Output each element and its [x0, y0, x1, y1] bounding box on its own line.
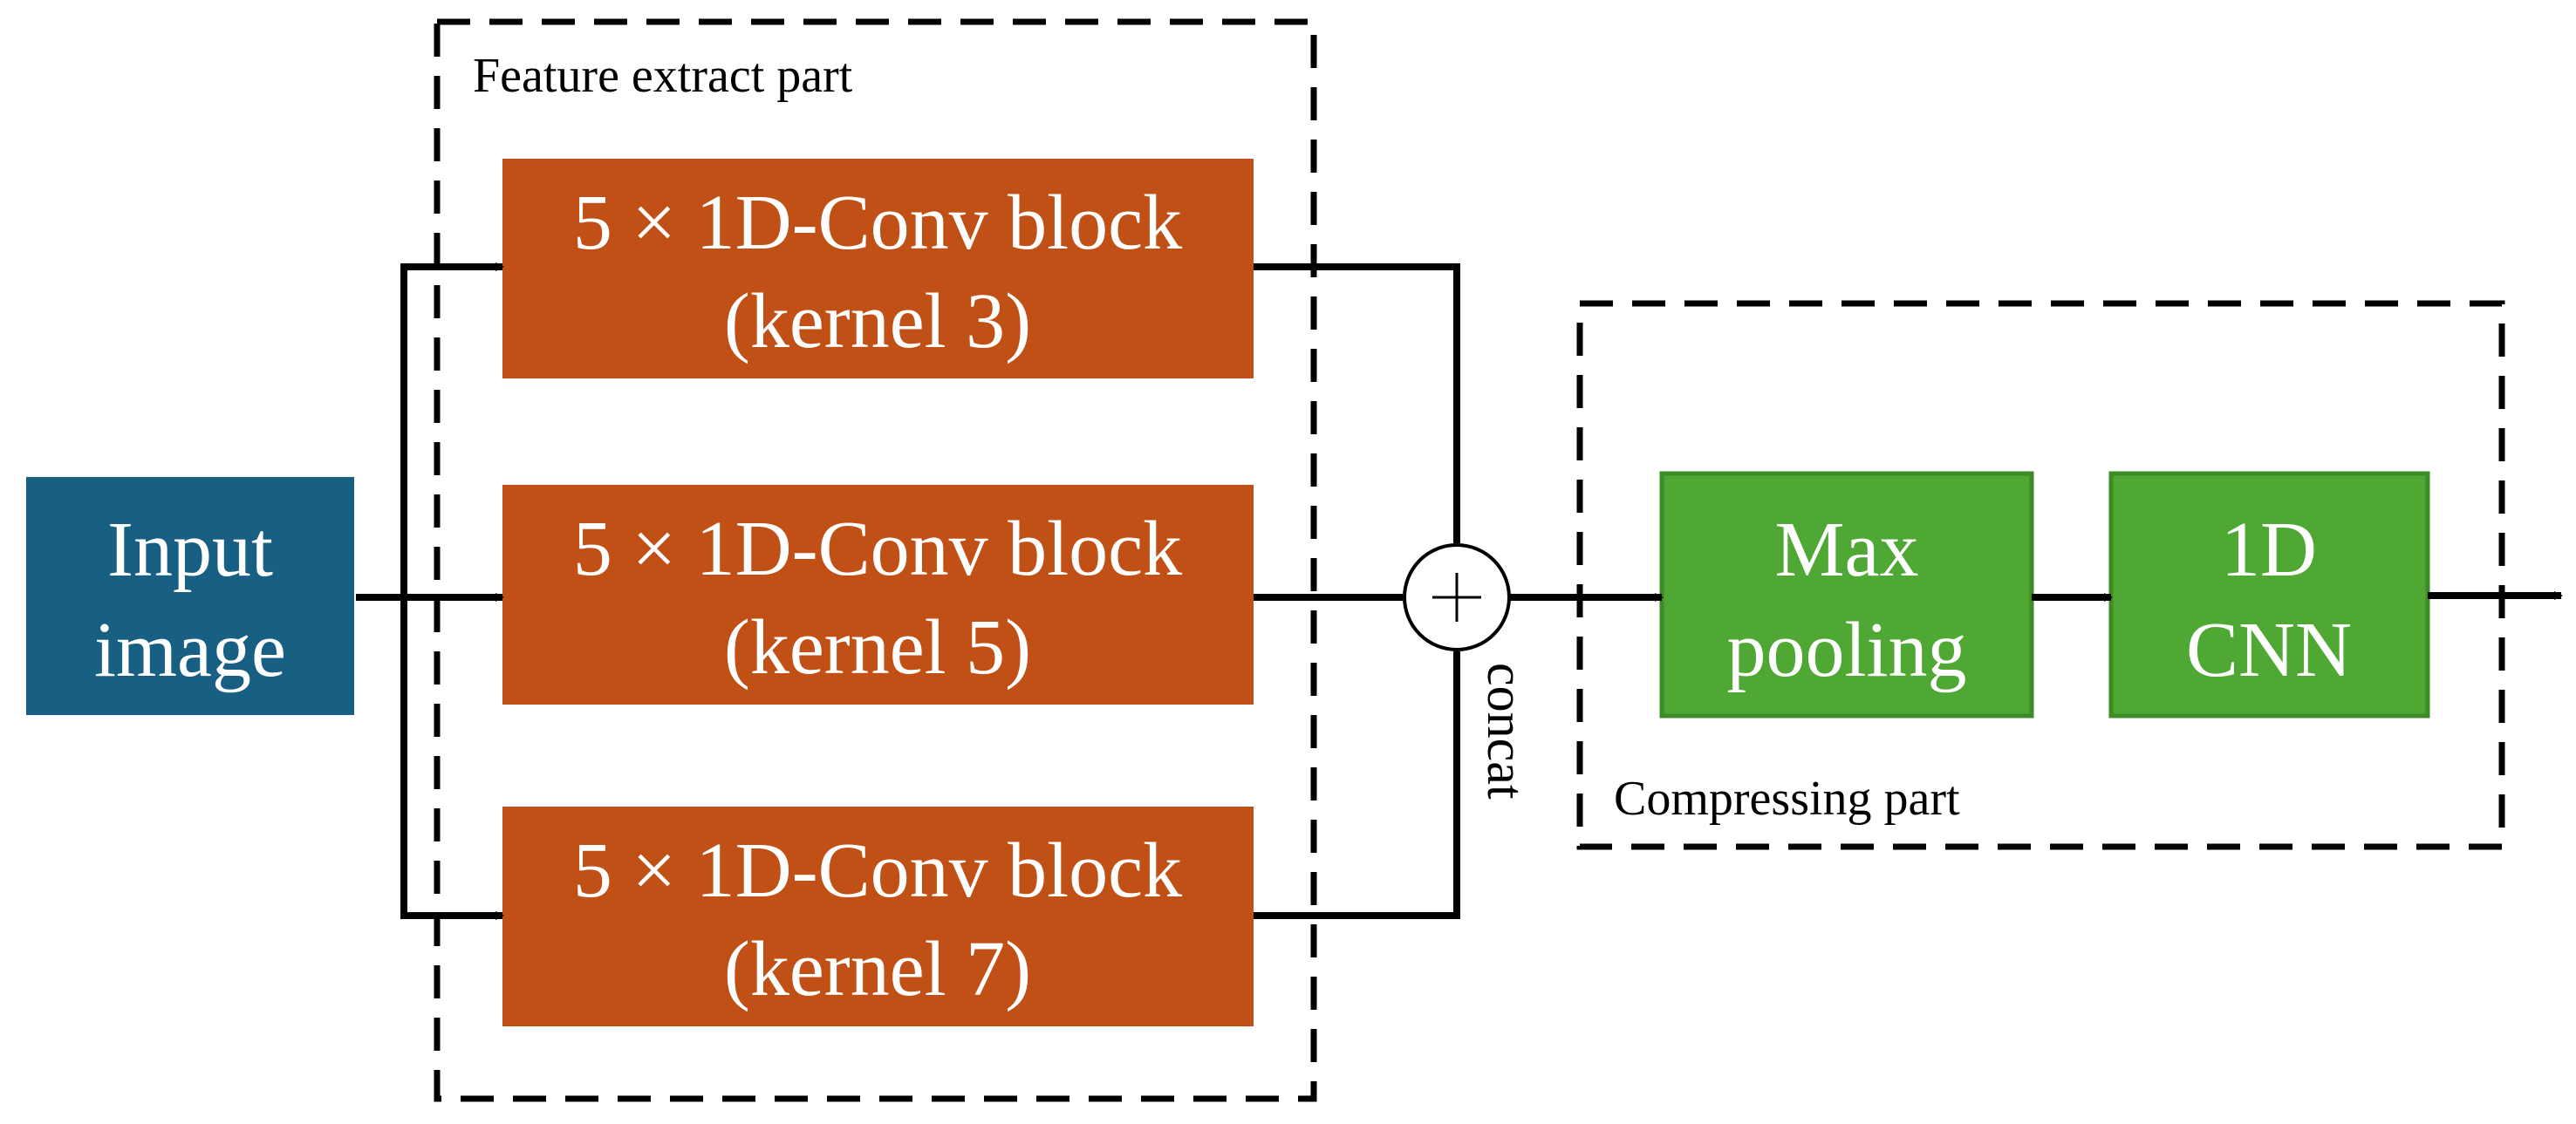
conv-block-kernel7-line1: 5 × 1D-Conv block [573, 828, 1182, 914]
1d-cnn-line1: 1D [2221, 507, 2317, 593]
conv3-output-line [1254, 263, 1460, 543]
conv-block-kernel5: 5 × 1D-Conv block (kernel 5) [502, 485, 1254, 705]
conv7-output-line [1254, 651, 1460, 919]
1d-cnn-node: 1D CNN [2108, 471, 2430, 719]
max-pooling-node: Max pooling [1659, 471, 2034, 719]
input-image-line2: image [94, 607, 286, 693]
feature-extract-group [434, 18, 1317, 1102]
1d-cnn-line2: CNN [2186, 607, 2352, 693]
conv-block-kernel3-line2: (kernel 3) [724, 278, 1031, 364]
conv-block-kernel7-box [502, 807, 1254, 1026]
conv-block-kernel3: 5 × 1D-Conv block (kernel 3) [502, 159, 1254, 378]
conv-block-kernel7-line2: (kernel 7) [724, 926, 1031, 1012]
concat-node [1403, 543, 1511, 651]
feature-extract-label: Feature extract part [473, 49, 853, 103]
concat-label: concat [1477, 663, 1534, 800]
max-pooling-line2: pooling [1726, 607, 1966, 693]
conv-block-kernel5-box [502, 485, 1254, 705]
input-image-box [23, 473, 358, 719]
conv-block-kernel3-line1: 5 × 1D-Conv block [573, 180, 1182, 266]
input-image-node: Input image [23, 473, 358, 719]
compressing-label: Compressing part [1614, 772, 1960, 826]
max-pooling-line1: Max [1775, 507, 1919, 593]
conv-block-kernel7: 5 × 1D-Conv block (kernel 7) [502, 807, 1254, 1026]
conv-block-kernel5-line1: 5 × 1D-Conv block [573, 506, 1182, 592]
input-image-line1: Input [107, 507, 273, 593]
conv-block-kernel3-box [502, 159, 1254, 378]
conv-block-kernel5-line2: (kernel 5) [724, 604, 1031, 691]
